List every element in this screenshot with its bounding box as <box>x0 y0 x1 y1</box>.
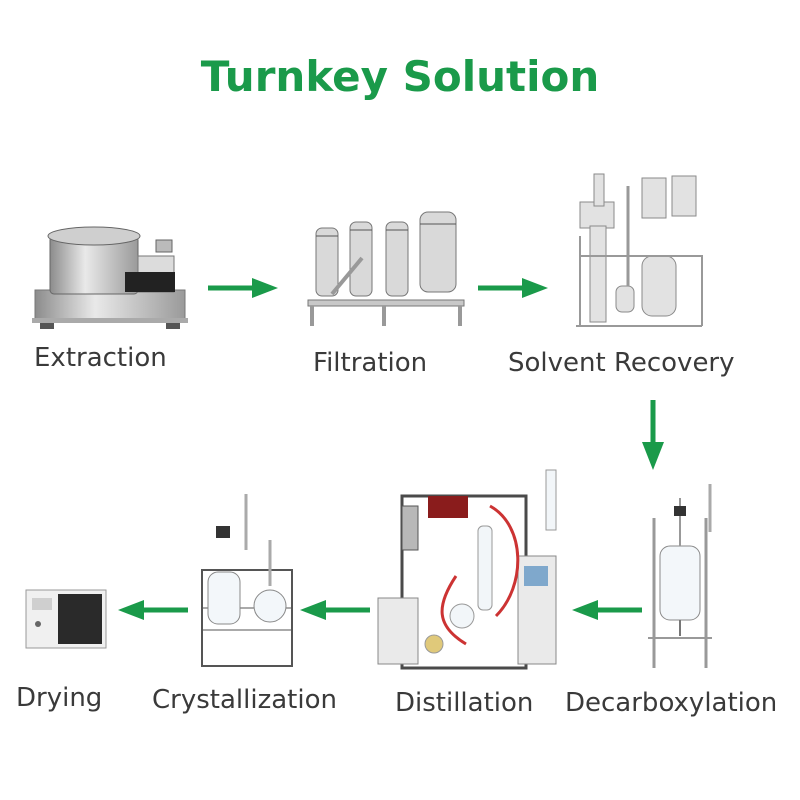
arrow-right-icon <box>208 278 278 298</box>
crystallization-reactor-icon <box>201 494 293 667</box>
glass-reactor-icon <box>648 484 712 668</box>
step-label-solvent-recovery: Solvent Recovery <box>508 348 735 378</box>
vacuum-oven-icon <box>25 589 107 649</box>
page-title: Turnkey Solution <box>200 52 600 101</box>
arrow-left-icon <box>300 600 370 620</box>
short-path-distillation-icon <box>377 469 557 670</box>
step-label-distillation: Distillation <box>395 688 534 718</box>
arrow-left-icon <box>118 600 188 620</box>
step-label-extraction: Extraction <box>34 343 167 373</box>
solvent-recovery-unit-icon <box>576 173 703 327</box>
arrow-left-icon <box>572 600 642 620</box>
step-label-decarboxylation: Decarboxylation <box>565 688 778 718</box>
arrow-down-icon <box>642 400 664 470</box>
step-label-filtration: Filtration <box>313 348 428 378</box>
step-label-drying: Drying <box>16 683 103 713</box>
filter-housings-icon <box>307 211 465 326</box>
extraction-centrifuge-icon <box>32 226 188 329</box>
arrow-right-icon <box>478 278 548 298</box>
step-label-crystallization: Crystallization <box>152 685 337 715</box>
